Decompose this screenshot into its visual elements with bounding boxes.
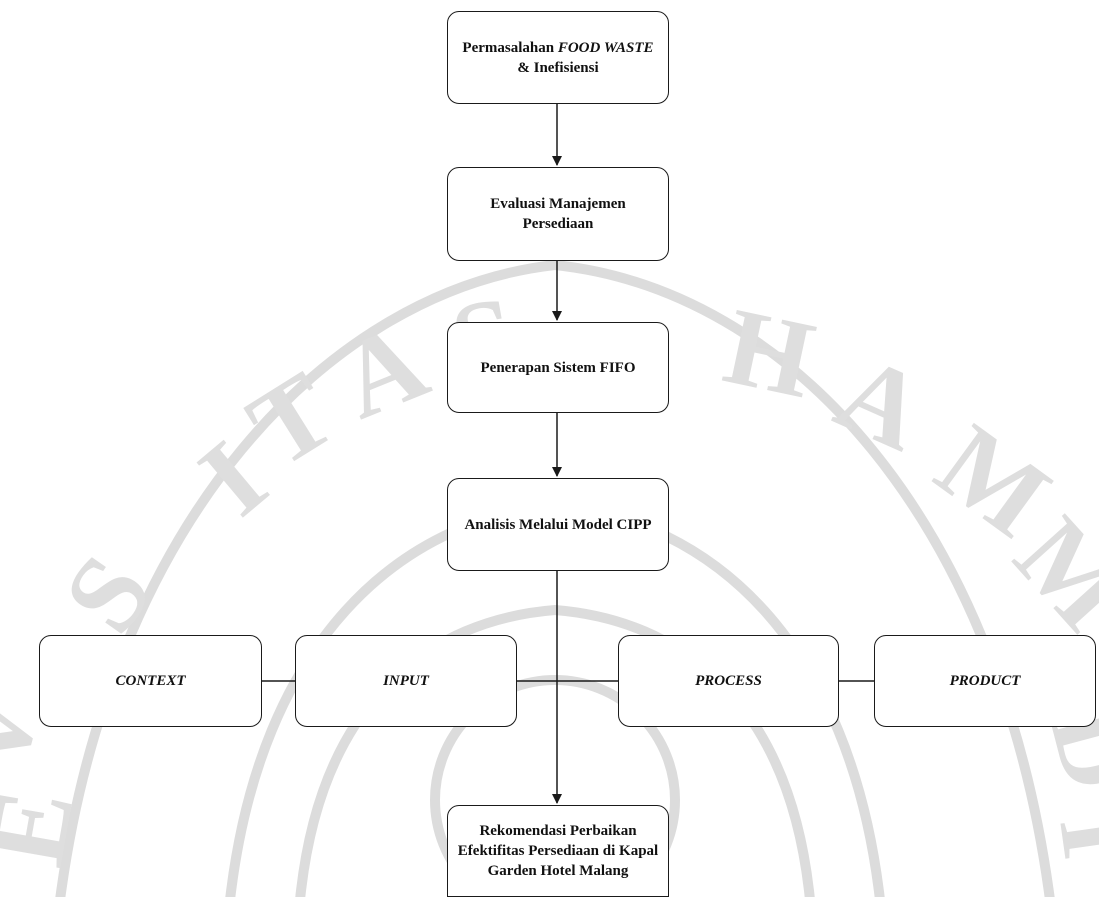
- process-text: PROCESS: [695, 673, 762, 689]
- product-node: PRODUCT: [874, 635, 1096, 727]
- input-node: INPUT: [295, 635, 517, 727]
- recommendation-node: Rekomendasi Perbaikan Efektifitas Persed…: [447, 805, 669, 897]
- input-text: INPUT: [383, 673, 429, 689]
- cipp-text: Analisis Melalui Model CIPP: [464, 516, 652, 533]
- problem-text-prefix: Permasalahan: [462, 39, 558, 56]
- problem-node: Permasalahan FOOD WASTE & Inefisiensi: [447, 11, 669, 104]
- evaluation-line2: Persediaan: [522, 216, 594, 232]
- recommendation-line2: Efektifitas Persediaan di Kapal: [457, 843, 659, 859]
- evaluation-node: Evaluasi Manajemen Persediaan: [447, 167, 669, 261]
- recommendation-line1: Rekomendasi Perbaikan: [479, 823, 637, 839]
- fifo-node: Penerapan Sistem FIFO: [447, 322, 669, 413]
- recommendation-line3: Garden Hotel Malang: [487, 863, 629, 879]
- cipp-node: Analisis Melalui Model CIPP: [447, 478, 669, 571]
- problem-text-line2: & Inefisiensi: [517, 59, 599, 76]
- evaluation-line1: Evaluasi Manajemen: [490, 196, 626, 212]
- fifo-text: Penerapan Sistem FIFO: [480, 359, 636, 376]
- product-text: PRODUCT: [949, 673, 1021, 689]
- problem-text-italic: FOOD WASTE: [557, 39, 654, 56]
- process-node: PROCESS: [618, 635, 839, 727]
- context-text: CONTEXT: [115, 673, 186, 689]
- context-node: CONTEXT: [39, 635, 262, 727]
